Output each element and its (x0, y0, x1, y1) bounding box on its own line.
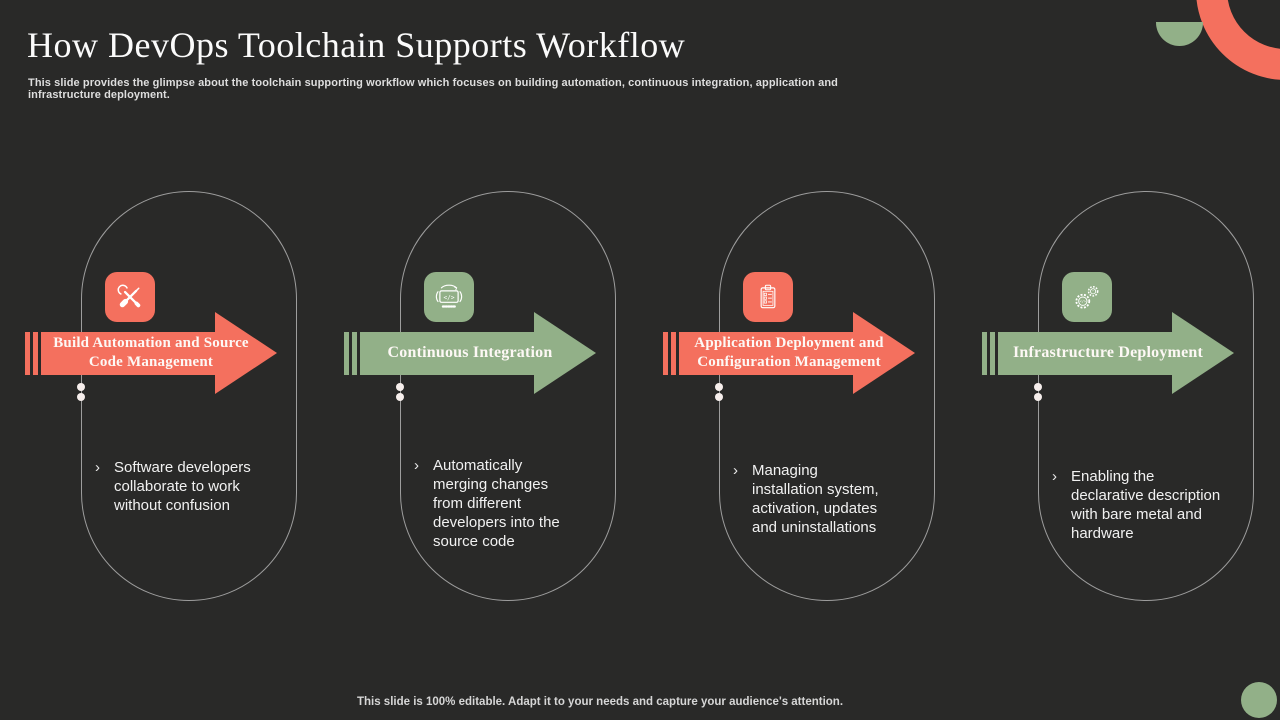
arrow-banner: Continuous Integration (344, 312, 596, 394)
connector-dot (396, 393, 404, 401)
connector-dot (1034, 383, 1042, 391)
arrow-label: Infrastructure Deployment (1012, 343, 1203, 361)
arrow-label: Continuous Integration (387, 343, 553, 361)
svg-text:*: * (1092, 290, 1094, 294)
icon-badge (105, 272, 155, 322)
bullet-marker: › (95, 459, 100, 476)
arrow-tail-bar (352, 332, 357, 375)
icon-badge: </> (424, 272, 474, 322)
svg-text:</>: </> (444, 295, 455, 302)
connector-dot (1034, 393, 1042, 401)
footer-note: This slide is 100% editable. Adapt it to… (356, 696, 844, 708)
connector-dot (715, 393, 723, 401)
arrow-tail-bar (982, 332, 987, 375)
capsule-outline (719, 191, 935, 601)
arrow-tail-bar (344, 332, 349, 375)
arrow-label: Build Automation and Source Code Managem… (53, 334, 249, 371)
arrow-banner: Infrastructure Deployment (982, 312, 1234, 394)
bullet-text: Automatically merging changes from diffe… (433, 457, 560, 550)
svg-text:</>: </> (1080, 300, 1086, 304)
arrow-banner: Build Automation and Source Code Managem… (25, 312, 277, 394)
arrow-body (679, 332, 853, 375)
arrow-tail-bar (990, 332, 995, 375)
arrow-head (534, 312, 596, 394)
bullet-text: Enabling the declarative description wit… (1071, 468, 1221, 542)
clipboard-checklist-icon (749, 278, 787, 316)
arrow-head (853, 312, 915, 394)
workflow-column-continuous-integration: </> Continuous Integration › Automatical… (319, 0, 642, 720)
arrow-body (41, 332, 215, 375)
icon-badge (743, 272, 793, 322)
connector-dot (77, 383, 85, 391)
bullet-item: › Enabling the declarative description w… (1052, 467, 1230, 543)
arrow-head (215, 312, 277, 394)
bullet-marker: › (1052, 468, 1057, 485)
continuous-integration-monitor-icon: </> (430, 278, 468, 316)
page-title: How DevOps Toolchain Supports Workflow (27, 25, 686, 65)
bullet-text: Software developers collaborate to work … (114, 459, 251, 514)
arrow-tail-bar (25, 332, 30, 375)
bullet-text: Managing installation system, activation… (752, 462, 879, 536)
workflow-column-infrastructure-deployment: </> * Infrastructure Deployment › Enabli… (957, 0, 1280, 720)
workflow-column-application-deployment: Application Deployment and Configuration… (638, 0, 961, 720)
workflow-column-build-automation: Build Automation and Source Code Managem… (0, 0, 323, 720)
connector-dot (715, 383, 723, 391)
arrow-head (1172, 312, 1234, 394)
bullet-item: › Software developers collaborate to wor… (95, 458, 253, 515)
bullet-item: › Automatically merging changes from dif… (414, 456, 566, 551)
arrow-tail-bar (33, 332, 38, 375)
connector-dot (77, 393, 85, 401)
arrow-body (360, 332, 534, 375)
gears-code-icon: </> * (1068, 278, 1106, 316)
arrow-tail-bar (663, 332, 668, 375)
arrow-body (998, 332, 1172, 375)
arrow-tail-bar (671, 332, 676, 375)
slide-subtitle: This slide provides the glimpse about th… (28, 77, 838, 101)
arrow-label: Application Deployment and Configuration… (694, 334, 884, 371)
bullet-marker: › (414, 457, 419, 474)
corner-circle-decor (1241, 682, 1277, 718)
icon-badge: </> * (1062, 272, 1112, 322)
arrow-banner: Application Deployment and Configuration… (663, 312, 915, 394)
bullet-marker: › (733, 462, 738, 479)
connector-dot (396, 383, 404, 391)
bullet-item: › Managing installation system, activati… (733, 461, 889, 537)
wrench-screwdriver-icon (111, 278, 149, 316)
capsule-outline (81, 191, 297, 601)
